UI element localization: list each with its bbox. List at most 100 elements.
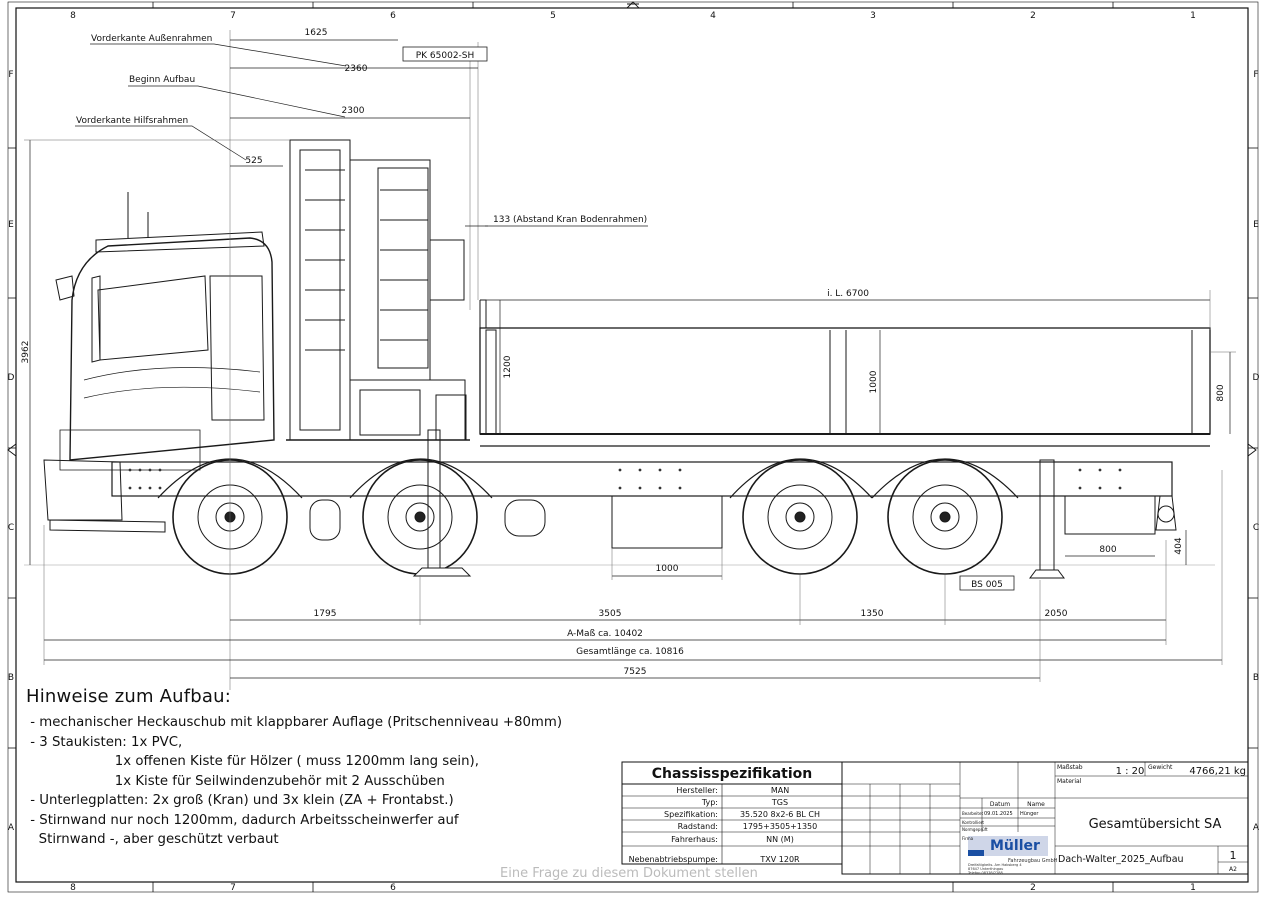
- zone-A-left: A: [8, 823, 15, 833]
- drawing-title: Gesamtübersicht SA: [1089, 817, 1222, 832]
- callout-beginn-aufbau: Beginn Aufbau: [129, 75, 195, 85]
- truck-side-view: [24, 139, 1215, 579]
- tb-material-label: Material: [1057, 778, 1082, 785]
- zone-4-top: 4: [710, 11, 716, 21]
- zone-A-right: A: [1253, 823, 1260, 833]
- dim-inner-length: i. L. 6700: [827, 289, 869, 299]
- storage-box-2: [1064, 495, 1156, 535]
- callout-abstand-kran: 133 (Abstand Kran Bodenrahmen): [493, 215, 647, 225]
- zone-6-top: 6: [390, 11, 396, 21]
- zone-6-bottom: 6: [390, 883, 396, 893]
- zone-3-top: 3: [870, 11, 876, 21]
- zone-2-top: 2: [1030, 11, 1036, 21]
- wheel-2: [362, 459, 478, 575]
- tb-date: 09.01.2025: [984, 811, 1013, 817]
- crane: [286, 139, 470, 441]
- spec-value-nebenabtrieb: TXV 120R: [759, 855, 800, 864]
- dim-1625: 1625: [305, 28, 328, 38]
- note-line-5: - Unterlegplatten: 2x groß (Kran) und 3x…: [26, 793, 454, 808]
- spec-label-fahrerhaus: Fahrerhaus:: [671, 835, 718, 844]
- zone-5-top: 5: [550, 11, 556, 21]
- callout-vorderkante-aussenrahmen: Vorderkante Außenrahmen: [91, 34, 212, 44]
- dim-height-1200: 1200: [503, 355, 513, 378]
- tank: [309, 499, 341, 541]
- zone-E-left: E: [8, 220, 14, 230]
- zone-8-top: 8: [70, 11, 76, 21]
- zone-B-left: B: [8, 673, 14, 683]
- tb-weight: 4766,21 kg: [1189, 766, 1246, 777]
- dim-3505: 3505: [599, 609, 622, 619]
- company-logo: Müller: [990, 838, 1040, 854]
- spec-value-spezifikation: 35.520 8x2-6 BL CH: [740, 810, 820, 819]
- zone-C-right: C: [1253, 523, 1259, 533]
- chassis-spec-table: Chassisspezifikation Hersteller: MAN Typ…: [621, 761, 843, 865]
- storage-box-1: [611, 495, 723, 549]
- ask-question-overlay-link[interactable]: Eine Frage zu diesem Dokument stellen: [500, 866, 758, 881]
- cab-door: [209, 275, 265, 421]
- tb-row-bearb: Bearbeitet: [962, 811, 983, 816]
- dim-height-total: 3962: [21, 341, 31, 364]
- outrigger-front: [412, 429, 472, 577]
- tb-gewicht-label: Gewicht: [1148, 764, 1173, 771]
- tb-scale: 1 : 20: [1116, 766, 1145, 777]
- bs-label: BS 005: [971, 580, 1003, 590]
- zone-7-bottom: 7: [230, 883, 236, 893]
- dim-height-1000: 1000: [869, 370, 879, 393]
- note-line-4: 1x Kiste für Seilwindenzubehör mit 2 Aus…: [26, 773, 445, 789]
- zone-C-left: C: [8, 523, 14, 533]
- zone-F-left: F: [8, 70, 13, 80]
- dim-height-404: 404: [1174, 537, 1184, 554]
- notes-section: Hinweise zum Aufbau: - mechanischer Heck…: [26, 686, 626, 850]
- spec-label-typ: Typ:: [701, 798, 718, 807]
- spec-label-radstand: Radstand:: [678, 822, 718, 831]
- chassis-spec-title: Chassisspezifikation: [652, 766, 813, 782]
- front-bumper: [43, 459, 123, 521]
- dim-1795: 1795: [314, 609, 337, 619]
- dimension-texts: Vorderkante Außenrahmen Beginn Aufbau Vo…: [21, 28, 1226, 677]
- dim-1350: 1350: [861, 609, 884, 619]
- outrigger-rear: [1029, 459, 1065, 579]
- zone-7-top: 7: [230, 11, 236, 21]
- spec-value-radstand: 1795+3505+1350: [743, 822, 817, 831]
- dim-box-1000: 1000: [656, 564, 679, 574]
- tb-name-label: Name: [1027, 801, 1045, 808]
- tb-row-norm: Normgeprüft: [962, 827, 988, 832]
- chassis-frame: [111, 461, 1173, 497]
- zone-E-right: E: [1253, 220, 1259, 230]
- spec-label-nebenabtrieb: Nebenabtriebspumpe:: [629, 855, 718, 864]
- zone-F-right: F: [1253, 70, 1258, 80]
- callout-vorderkante-hilfsrahmen: Vorderkante Hilfsrahmen: [76, 116, 188, 126]
- notes-title: Hinweise zum Aufbau:: [26, 686, 232, 707]
- flatbed: [479, 299, 1211, 447]
- sheet-number: 1: [1230, 849, 1237, 862]
- spec-value-typ: TGS: [771, 798, 788, 807]
- center-mark-left: [7, 443, 17, 457]
- zone-D-left: D: [8, 373, 15, 383]
- sheet-format: A2: [1229, 866, 1237, 873]
- bs-label-box: [959, 575, 1015, 591]
- center-mark-top: [625, 1, 641, 9]
- tb-drawer: Hünger: [1020, 811, 1039, 817]
- dim-height-800: 800: [1216, 384, 1226, 401]
- dim-2050: 2050: [1045, 609, 1068, 619]
- company-addr1: Dreifaltigkeits. Am Habsberg 4: [968, 863, 1022, 867]
- company-addr2: 87647 Unterthingau: [968, 867, 1003, 871]
- zone-ticks: [8, 2, 1258, 892]
- zone-B-right: B: [1253, 673, 1259, 683]
- spec-label-spezifikation: Spezifikation:: [664, 810, 718, 819]
- dimension-lines: [24, 30, 1236, 690]
- company-sub: Fahrzeugbau GmbH: [1008, 858, 1058, 864]
- company-phone: Telefon 08376/2288: [967, 871, 1003, 875]
- tb-datum-label: Datum: [990, 801, 1010, 808]
- spec-value-hersteller: MAN: [771, 786, 789, 795]
- dim-2360: 2360: [345, 64, 368, 74]
- note-line-7: Stirnwand -, aber geschützt verbaut: [26, 832, 279, 847]
- crane-label-box: [402, 46, 488, 62]
- wheel-3: [742, 459, 858, 575]
- zone-1-top: 1: [1190, 11, 1196, 21]
- spec-label-hersteller: Hersteller:: [676, 786, 718, 795]
- zone-8-bottom: 8: [70, 883, 76, 893]
- dim-gesamtlaenge: Gesamtlänge ca. 10816: [576, 647, 684, 657]
- zone-1-bottom: 1: [1190, 883, 1196, 893]
